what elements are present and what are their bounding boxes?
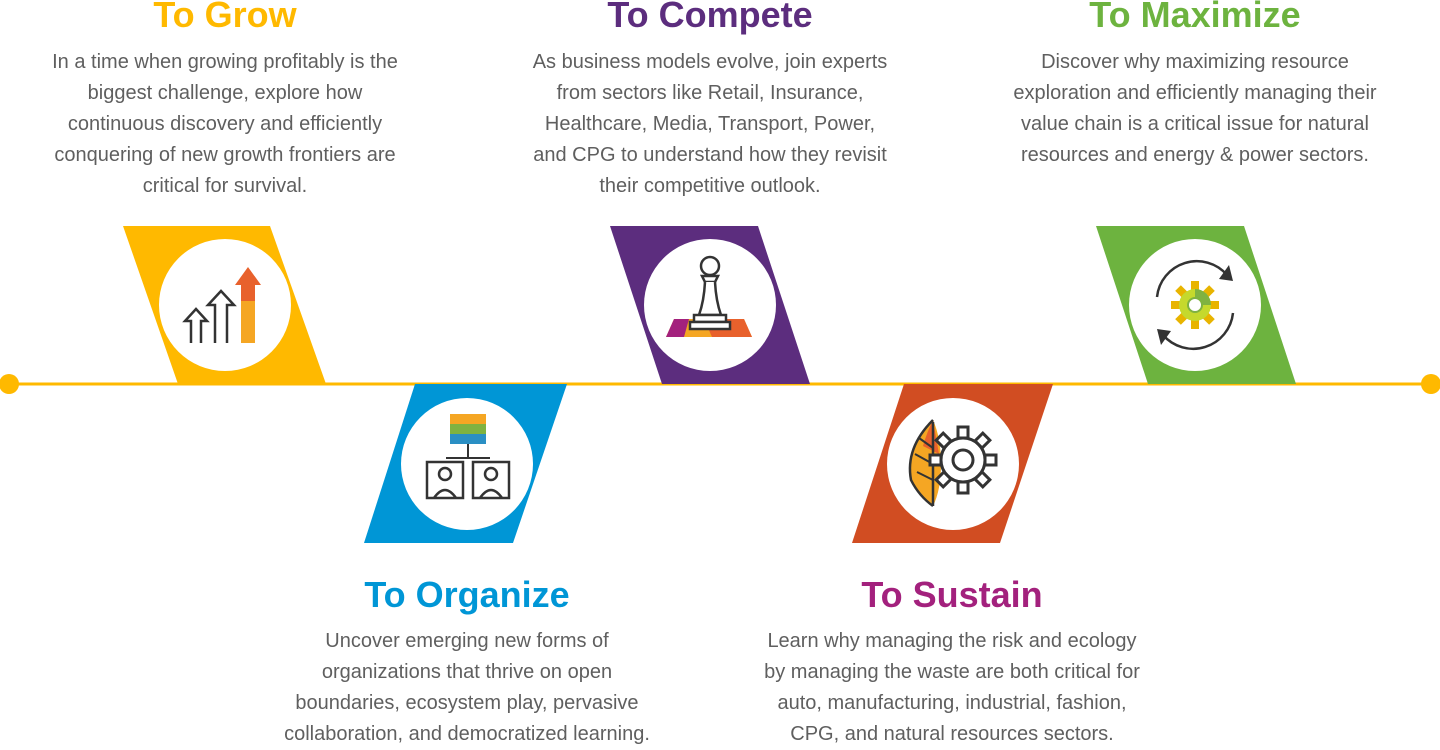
organize-description: Uncover emerging new forms of organizati… <box>237 626 697 750</box>
text-line: biggest challenge, explore how <box>87 82 363 104</box>
compete-description: As business models evolve, join experts … <box>490 47 930 202</box>
grow-title: To Grow <box>153 0 297 35</box>
team-structure-icon <box>425 414 511 500</box>
organize-icon-circle <box>401 398 533 530</box>
text-line: auto, manufacturing, industrial, fashion… <box>777 692 1127 714</box>
text-line: and CPG to understand how they revisit <box>533 144 887 166</box>
maximize-icon-circle <box>1129 239 1261 371</box>
chess-pawn-icon <box>666 255 752 337</box>
text-line: boundaries, ecosystem play, pervasive <box>295 692 639 714</box>
text-line: organizations that thrive on open <box>321 661 613 683</box>
maximize-description: Discover why maximizing resource explora… <box>965 47 1425 171</box>
maximize-title: To Maximize <box>1089 0 1301 35</box>
text-line: As business models evolve, join experts <box>532 51 888 73</box>
text-line: Healthcare, Media, Transport, Power, <box>544 113 876 135</box>
text-line: conquering of new growth frontiers are <box>54 144 396 166</box>
text-line: CPG, and natural resources sectors. <box>790 723 1114 745</box>
text-line: their competitive outlook. <box>599 175 821 197</box>
text-line: exploration and efficiently managing the… <box>1013 82 1377 104</box>
text-line: Uncover emerging new forms of <box>325 630 609 652</box>
text-line: resources and energy & power sectors. <box>1021 144 1369 166</box>
organize-title: To Organize <box>364 574 570 615</box>
timeline-start-dot <box>0 374 19 394</box>
arrows-up-icon <box>182 267 261 343</box>
text-line: Discover why maximizing resource <box>1041 51 1349 73</box>
compete-icon-circle <box>644 239 776 371</box>
text-line: critical for survival. <box>142 175 308 197</box>
sustain-icon-circle <box>887 398 1019 530</box>
text-line: continuous discovery and efficiently <box>67 113 383 135</box>
compete-title: To Compete <box>607 0 813 35</box>
sustain-title: To Sustain <box>861 574 1043 615</box>
text-line: collaboration, and democratized learning… <box>284 723 650 745</box>
text-line: value chain is a critical issue for natu… <box>1021 113 1369 135</box>
text-line: In a time when growing profitably is the <box>52 51 398 73</box>
timeline-end-dot <box>1421 374 1440 394</box>
leaf-gear-icon <box>908 419 998 508</box>
text-line: Learn why managing the risk and ecology <box>767 630 1137 652</box>
text-line: from sectors like Retail, Insurance, <box>556 82 864 104</box>
grow-description: In a time when growing profitably is the… <box>15 47 435 202</box>
grow-icon-circle <box>159 239 291 371</box>
text-line: by managing the waste are both critical … <box>764 661 1140 683</box>
gear-cycle-icon <box>1155 259 1235 351</box>
sustain-description: Learn why managing the risk and ecology … <box>722 626 1182 750</box>
